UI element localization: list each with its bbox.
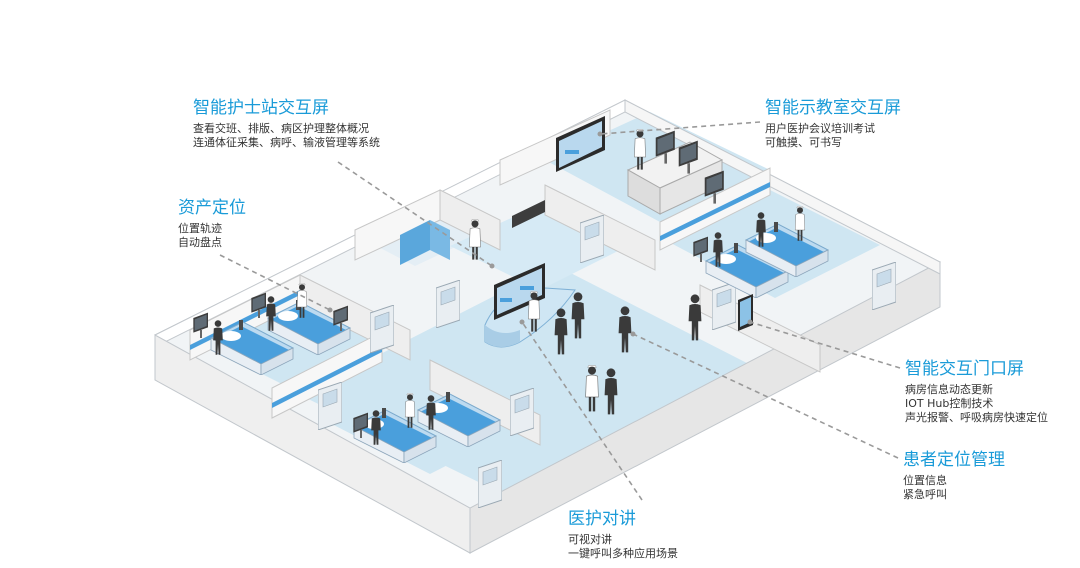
callout-line: 自动盘点 — [178, 236, 222, 249]
callout-line: 连通体征采集、病呼、输液管理等系统 — [193, 136, 380, 149]
callout-title: 智能护士站交互屏 — [193, 98, 329, 118]
callout-asset-location: 资产定位 位置轨迹 自动盘点 — [178, 198, 246, 250]
callout-title: 患者定位管理 — [903, 450, 1005, 470]
callout-line: 可触摸、可书写 — [765, 136, 842, 149]
callout-line: 可视对讲 — [568, 533, 612, 547]
callout-nurse-station: 智能护士站交互屏 查看交班、排版、病区护理整体概况 连通体征采集、病呼、输液管理… — [193, 98, 380, 150]
callout-title: 智能示教室交互屏 — [765, 98, 901, 118]
callout-title: 智能交互门口屏 — [905, 359, 1024, 379]
callout-line: IOT Hub控制技术 — [905, 397, 994, 410]
callout-line: 一键呼叫多种应用场景 — [568, 547, 678, 560]
callout-line: 位置轨迹 — [178, 222, 222, 236]
callout-classroom: 智能示教室交互屏 用户医护会议培训考试 可触摸、可书写 — [765, 98, 901, 150]
callout-line: 用户医护会议培训考试 — [765, 122, 875, 136]
callout-line: 病房信息动态更新 — [905, 383, 993, 397]
callout-line: 位置信息 — [903, 474, 947, 488]
callout-title: 资产定位 — [178, 198, 246, 218]
callout-intercom: 医护对讲 可视对讲 一键呼叫多种应用场景 — [568, 509, 678, 561]
callout-line: 声光报警、呼吸病房快速定位 — [905, 410, 1048, 424]
callout-line: 紧急呼叫 — [903, 488, 947, 501]
callout-patient-location: 患者定位管理 位置信息 紧急呼叫 — [903, 450, 1005, 502]
callout-line: 查看交班、排版、病区护理整体概况 — [193, 122, 369, 136]
callout-door-screen: 智能交互门口屏 病房信息动态更新 IOT Hub控制技术 声光报警、呼吸病房快速… — [905, 359, 1048, 425]
callout-title: 医护对讲 — [568, 509, 636, 529]
